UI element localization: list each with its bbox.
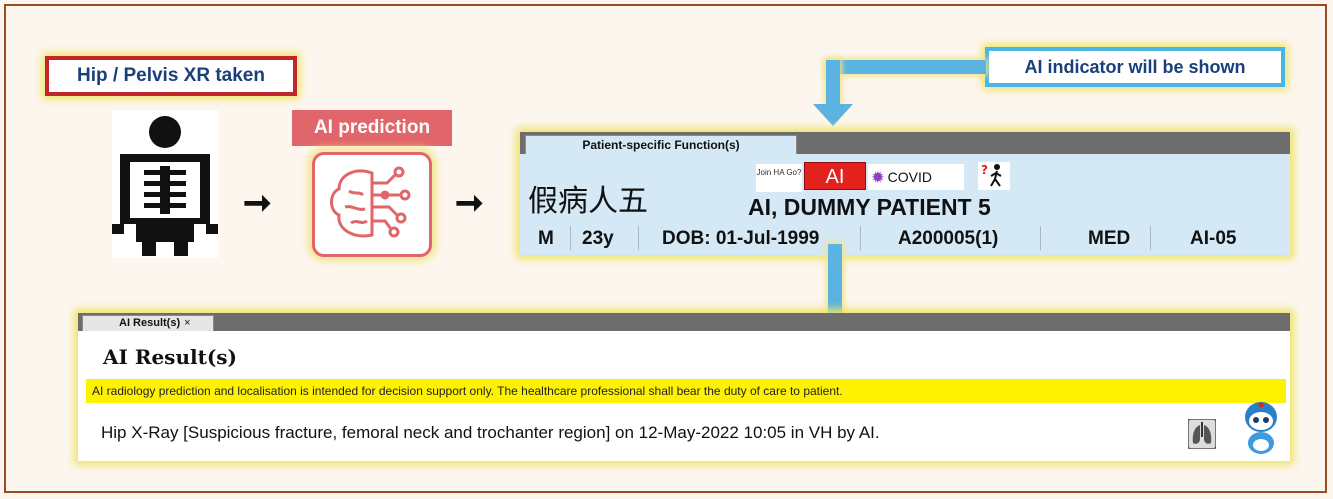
patient-id: A200005(1)	[898, 228, 999, 249]
lung-xray-icon[interactable]	[1187, 418, 1217, 450]
disclaimer-banner: AI radiology prediction and localisation…	[86, 379, 1286, 403]
patient-specialty: MED	[1088, 228, 1131, 249]
ai-prediction-label: AI prediction	[292, 110, 452, 146]
tab-ai-results-label: AI Result(s)	[119, 317, 181, 329]
ai-results-panel: AI Result(s)× AI Result(s) AI radiology …	[78, 313, 1290, 461]
flow-arrow-1: ➞	[243, 184, 272, 222]
close-icon[interactable]: ×	[184, 317, 191, 329]
join-ha-go-badge[interactable]: Join HA Go?	[756, 164, 802, 192]
patient-tab-bar: Patient-specific Function(s)	[520, 132, 1290, 154]
blue-arrowhead-down	[813, 104, 853, 126]
patient-chinese-name: 假病人五	[528, 184, 648, 219]
covid-label: COVID	[887, 169, 932, 185]
patient-sex: M	[538, 228, 554, 249]
patient-banner: Patient-specific Function(s) 假病人五 Join H…	[520, 132, 1290, 255]
patient-ref: AI-05	[1190, 228, 1237, 249]
walking-person-icon[interactable]: ?	[978, 162, 1010, 190]
covid-badge[interactable]: ✹ COVID	[868, 164, 964, 190]
flow-arrow-2: ➞	[455, 184, 484, 222]
robot-mascot-icon	[1240, 399, 1282, 455]
patient-details-row: M 23y DOB: 01-Jul-1999 A200005(1) MED AI…	[520, 224, 1290, 252]
patient-dob: DOB: 01-Jul-1999	[662, 228, 820, 249]
patient-name: AI, DUMMY PATIENT 5	[748, 194, 991, 220]
ai-result-item[interactable]: Hip X-Ray [Suspicious fracture, femoral …	[101, 423, 880, 442]
tab-ai-results[interactable]: AI Result(s)×	[82, 315, 214, 331]
results-title: AI Result(s)	[103, 345, 238, 369]
svg-text:?: ?	[981, 163, 988, 177]
row-divider	[1040, 226, 1041, 250]
blue-connector-horizontal	[826, 60, 986, 74]
row-divider	[1150, 226, 1151, 250]
blue-connector-vertical	[826, 60, 840, 108]
patient-age: 23y	[582, 228, 614, 249]
row-divider	[570, 226, 571, 250]
xray-person-icon	[112, 110, 218, 258]
tab-patient-specific-functions[interactable]: Patient-specific Function(s)	[525, 135, 797, 154]
virus-icon: ✹	[872, 169, 884, 185]
row-divider	[860, 226, 861, 250]
ai-indicator-badge[interactable]: AI	[804, 162, 866, 190]
results-tab-bar: AI Result(s)×	[78, 313, 1290, 331]
ai-indicator-label: AI indicator will be shown	[985, 47, 1285, 87]
hip-pelvis-label: Hip / Pelvis XR taken	[45, 56, 297, 96]
brain-circuit-icon	[312, 152, 432, 257]
row-divider	[638, 226, 639, 250]
